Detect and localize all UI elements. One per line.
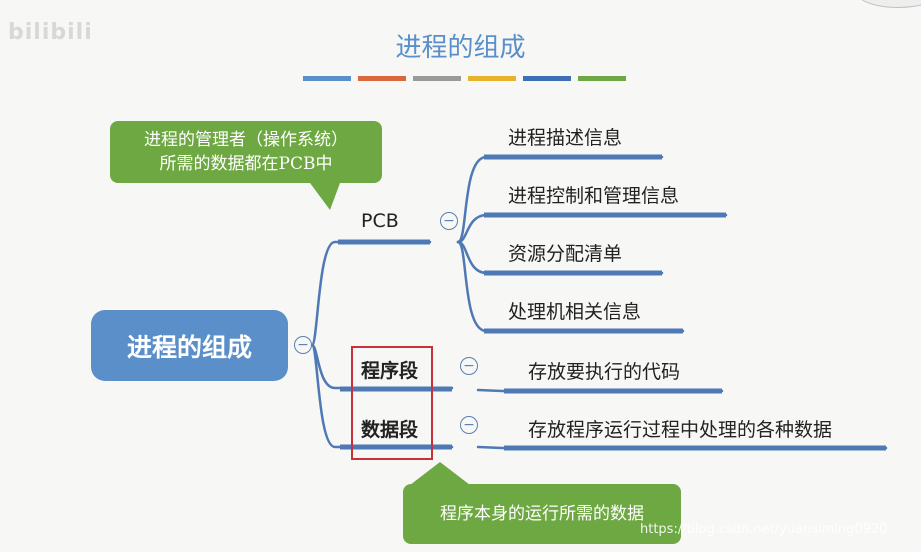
- root-node[interactable]: 进程的组成: [91, 310, 288, 381]
- callout-pcb-line2: 所需的数据都在PCB中: [159, 154, 333, 174]
- title-bar-1: [303, 76, 351, 81]
- callout-pcb-line1: 进程的管理者（操作系统）: [144, 130, 348, 150]
- connector-root-to-pcb: [310, 240, 432, 347]
- root-node-label: 进程的组成: [126, 332, 252, 362]
- watermark-url: https://blog.csdn.net/yuansiming0920: [640, 522, 888, 537]
- slide-title: 进程的组成: [395, 33, 526, 63]
- node-program-child[interactable]: 存放要执行的代码: [528, 361, 681, 383]
- title-bar-3: [413, 76, 461, 81]
- callout-data-tail: [410, 462, 470, 485]
- callout-data-text: 程序本身的运行所需的数据: [440, 504, 644, 524]
- connector-pcb-child-4: [456, 240, 685, 333]
- node-pcb-child-1[interactable]: 进程描述信息: [508, 127, 623, 149]
- node-pcb-child-3[interactable]: 资源分配清单: [508, 243, 623, 265]
- node-program-segment[interactable]: 程序段: [361, 360, 419, 382]
- node-pcb-child-4[interactable]: 处理机相关信息: [508, 301, 642, 323]
- node-data-segment[interactable]: 数据段: [361, 419, 419, 441]
- node-pcb[interactable]: PCB: [361, 210, 399, 232]
- collapse-icon-program[interactable]: −: [460, 357, 478, 375]
- connector-pcb-child-2: [456, 213, 728, 244]
- collapse-icon-pcb[interactable]: −: [440, 212, 458, 230]
- highlight-box: [351, 346, 433, 460]
- collapse-icon-data[interactable]: −: [460, 416, 478, 434]
- bilibili-logo: bilibili: [8, 20, 93, 45]
- node-pcb-child-2[interactable]: 进程控制和管理信息: [508, 185, 680, 207]
- collapse-icon-root[interactable]: −: [294, 336, 312, 354]
- title-bar-6: [578, 76, 626, 81]
- title-bar-5: [523, 76, 571, 81]
- connector-root-to-data: [310, 343, 454, 449]
- callout-data: 程序本身的运行所需的数据: [403, 484, 681, 544]
- title-bar-2: [358, 76, 406, 81]
- title-bar-4: [468, 76, 516, 81]
- node-data-child[interactable]: 存放程序运行过程中处理的各种数据: [528, 419, 833, 441]
- title-color-bars: [303, 76, 633, 82]
- callout-pcb-tail: [310, 183, 340, 210]
- callout-pcb: 进程的管理者（操作系统） 所需的数据都在PCB中: [110, 121, 382, 183]
